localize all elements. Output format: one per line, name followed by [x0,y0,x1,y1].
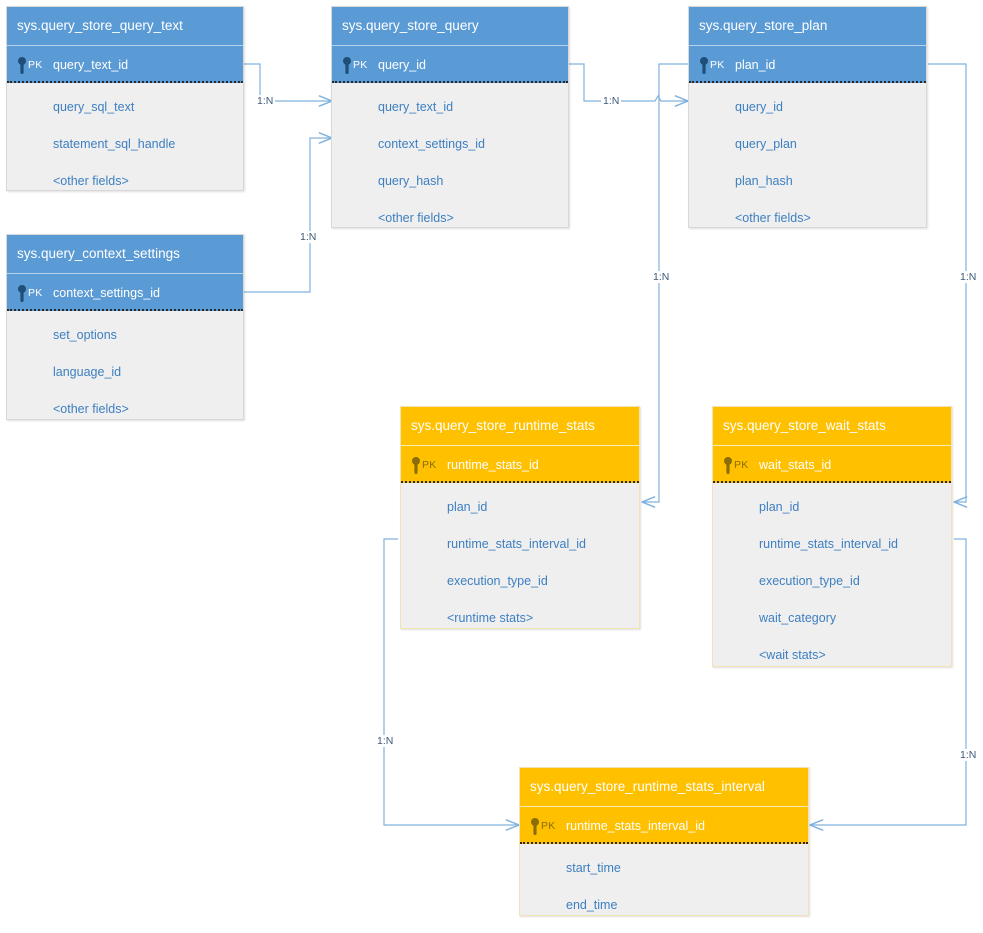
entity-field: execution_type_id [759,574,860,588]
pk-badge: PK [28,59,43,71]
pk-badge: PK [541,820,556,832]
pk-badge: PK [353,59,368,71]
entity-field-list: query_id query_plan plan_hash <other fie… [689,83,926,247]
entity-field: query_sql_text [53,100,135,114]
pk-field-name: query_id [378,58,426,72]
connector-query-to-plan [568,63,688,101]
pk-field-name: runtime_stats_interval_id [566,819,705,833]
entity-field: start_time [566,861,621,875]
entity-query-store-query-text[interactable]: sys.query_store_query_text PK query_text… [6,6,244,191]
key-icon [18,285,26,302]
entity-pk-row[interactable]: PK plan_id [689,45,926,83]
entity-pk-row[interactable]: PK query_text_id [7,45,243,83]
entity-title: sys.query_store_runtime_stats_interval [520,768,808,806]
entity-field: plan_id [759,500,800,514]
entity-query-store-wait-stats[interactable]: sys.query_store_wait_stats PK wait_stats… [712,406,952,667]
entity-query-store-runtime-stats-interval[interactable]: sys.query_store_runtime_stats_interval P… [519,767,809,916]
entity-field: runtime_stats_interval_id [447,537,586,551]
connector-context-to-query [244,138,332,293]
entity-field: query_id [735,100,783,114]
entity-field: set_options [53,328,117,342]
entity-title: sys.query_store_runtime_stats [401,407,639,445]
entity-query-store-runtime-stats[interactable]: sys.query_store_runtime_stats PK runtime… [400,406,640,629]
entity-title: sys.query_store_wait_stats [713,407,951,445]
connector-plan-to-runtime [642,63,688,502]
entity-pk-row[interactable]: PK runtime_stats_interval_id [520,806,808,844]
pk-field-name: wait_stats_id [759,458,832,472]
key-icon [700,57,708,74]
entity-field: <other fields> [53,402,129,416]
pk-field-name: query_text_id [53,58,129,72]
entity-query-store-plan[interactable]: sys.query_store_plan PK plan_id query_id… [688,6,927,228]
entity-query-store-query[interactable]: sys.query_store_query PK query_id query_… [331,6,569,228]
pk-field-name: plan_id [735,58,776,72]
pk-badge: PK [28,287,43,299]
pk-badge: PK [734,459,749,471]
entity-field-list: query_text_id context_settings_id query_… [332,83,568,247]
entity-field: <other fields> [53,174,129,188]
entity-field-list: start_time end_time [520,844,808,933]
entity-field-list: set_options language_id <other fields> [7,311,243,438]
entity-pk-row[interactable]: PK wait_stats_id [713,445,951,483]
entity-field-list: plan_id runtime_stats_interval_id execut… [713,483,951,684]
cardinality-label: 1:N [255,95,276,107]
entity-title: sys.query_store_query_text [7,7,243,45]
key-icon [18,57,26,74]
entity-field: query_text_id [378,100,454,114]
entity-field: query_hash [378,174,444,188]
entity-field-list: plan_id runtime_stats_interval_id execut… [401,483,639,647]
entity-field: statement_sql_handle [53,137,176,151]
entity-field: <other fields> [378,211,454,225]
cardinality-label: 1:N [298,231,319,243]
entity-field-list: query_sql_text statement_sql_handle <oth… [7,83,243,210]
pk-badge: PK [422,459,437,471]
cardinality-label: 1:N [375,735,396,747]
cardinality-label: 1:N [651,271,672,283]
entity-field: wait_category [759,611,837,625]
entity-query-context-settings[interactable]: sys.query_context_settings PK context_se… [6,234,244,420]
key-icon [412,457,420,474]
key-icon [343,57,351,74]
entity-title: sys.query_store_query [332,7,568,45]
entity-pk-row[interactable]: PK context_settings_id [7,273,243,311]
entity-field: <wait stats> [759,648,826,662]
cardinality-label: 1:N [958,749,979,761]
pk-badge: PK [710,59,725,71]
cardinality-label: 1:N [601,95,622,107]
entity-field: query_plan [735,137,797,151]
entity-field: runtime_stats_interval_id [759,537,898,551]
entity-field: plan_id [447,500,488,514]
entity-field: end_time [566,898,618,912]
entity-field: plan_hash [735,174,793,188]
entity-pk-row[interactable]: PK query_id [332,45,568,83]
entity-field: <other fields> [735,211,811,225]
entity-field: language_id [53,365,122,379]
entity-field: context_settings_id [378,137,486,151]
key-icon [724,457,732,474]
key-icon [531,818,539,835]
entity-pk-row[interactable]: PK runtime_stats_id [401,445,639,483]
pk-field-name: runtime_stats_id [447,458,539,472]
entity-field: <runtime stats> [447,611,534,625]
pk-field-name: context_settings_id [53,286,161,300]
cardinality-label: 1:N [958,271,979,283]
entity-title: sys.query_context_settings [7,235,243,273]
entity-title: sys.query_store_plan [689,7,926,45]
entity-field: execution_type_id [447,574,548,588]
